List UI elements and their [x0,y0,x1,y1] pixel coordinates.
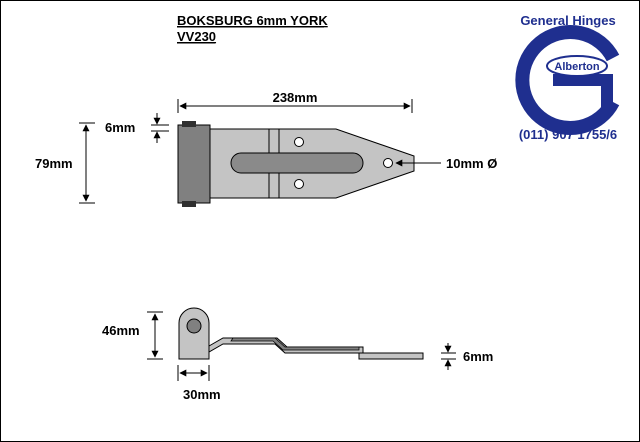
logo-phone: (011) 907 1755/6 [519,127,617,142]
logo-oval [546,55,608,77]
hinge-top-view [177,121,415,207]
dim-height-label: 79mm [35,156,73,171]
dim-knuckle-width-label: 30mm [183,387,221,402]
slot [230,152,364,174]
dim-thickness-top-label: 6mm [105,120,135,135]
logo-g-arc [515,25,620,135]
title-line-2: VV230 [177,29,216,44]
title-line-1: BOKSBURG 6mm YORK [177,13,328,28]
screw-hole-bottom [294,179,304,189]
knuckle-pin-bottom [182,201,196,207]
knuckle [177,124,211,204]
side-knuckle [178,307,210,360]
dim-side-height-label: 46mm [102,323,140,338]
company-logo: General Hinges Alberton (011) 907 1755/6 [515,13,620,142]
dim-hole-label: 10mm Ø [446,156,497,171]
dim-length-label: 238mm [273,90,318,105]
screw-hole-top [294,137,304,147]
logo-town: Alberton [554,61,600,73]
hinge-side-view [178,307,424,360]
dim-side-thickness-label: 6mm [463,349,493,364]
side-strap [230,337,360,351]
logo-company-name: General Hinges [520,13,615,28]
knuckle-pin-top [182,121,196,127]
side-plate-end [358,352,424,360]
end-hole [383,158,393,168]
side-pin [186,318,202,334]
